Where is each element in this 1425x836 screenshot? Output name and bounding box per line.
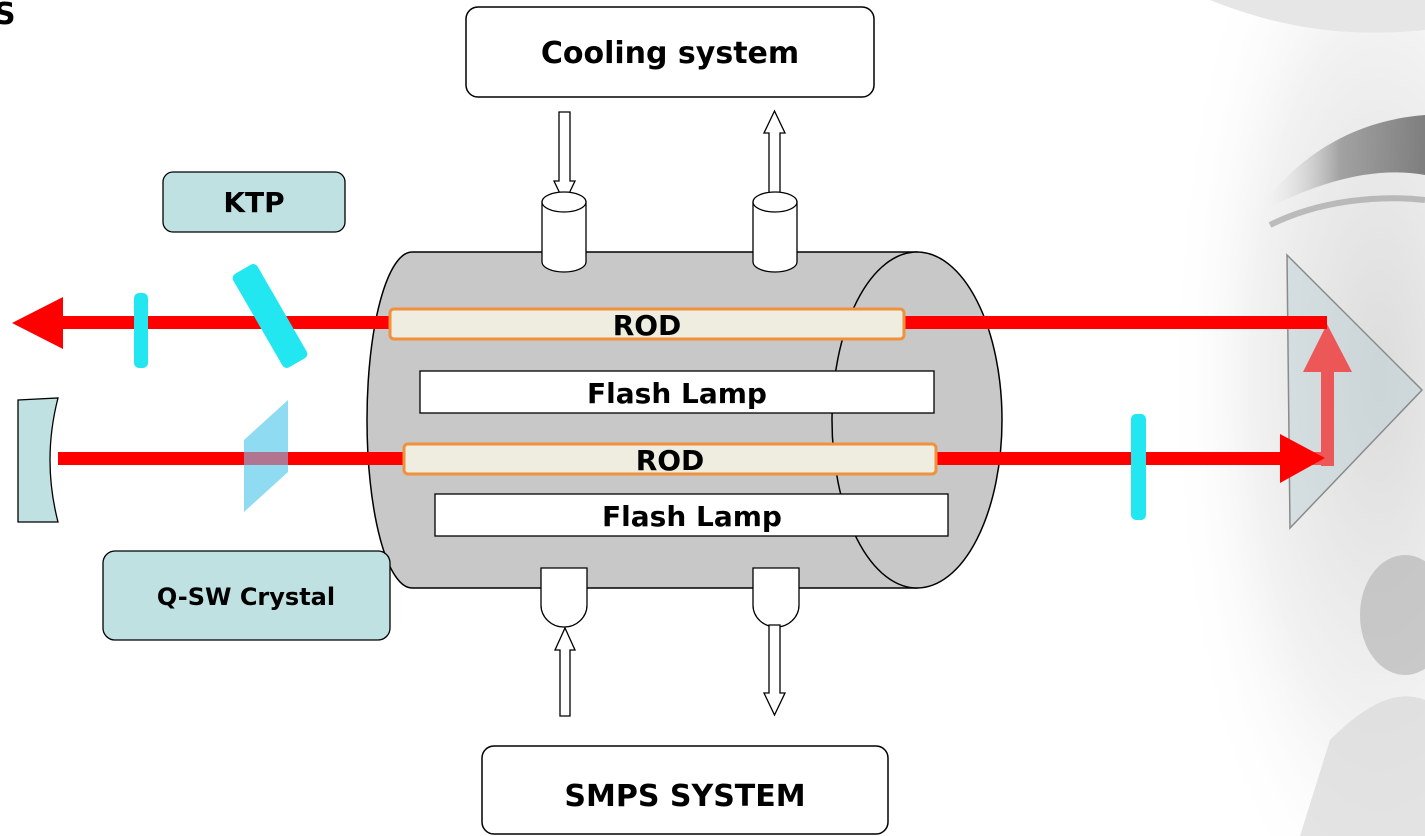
- smps-system-box: SMPS SYSTEM: [481, 745, 889, 835]
- top-port-right: [752, 191, 798, 273]
- cooling-system-label: Cooling system: [541, 36, 799, 71]
- rear-mirror: [17, 397, 59, 523]
- flash-lamp-top: Flash Lamp: [419, 370, 935, 414]
- flash-lamp-bottom: Flash Lamp: [434, 493, 949, 537]
- rod-top-label: ROD: [613, 309, 682, 342]
- qsw-label-box: Q-SW Crystal: [102, 550, 391, 641]
- qsw-label: Q-SW Crystal: [157, 583, 335, 611]
- rod-bottom: ROD: [402, 442, 938, 477]
- flash-lamp-bottom-label: Flash Lamp: [602, 500, 782, 533]
- flash-lamp-top-label: Flash Lamp: [587, 377, 767, 410]
- ktp-label-box: KTP: [162, 171, 346, 233]
- corner-text: S: [0, 0, 16, 32]
- prism-fold-arrow: [1290, 324, 1352, 466]
- smps-system-label: SMPS SYSTEM: [564, 779, 805, 814]
- rod-bottom-label: ROD: [636, 444, 705, 477]
- power-in-arrow: [553, 626, 577, 717]
- ktp-label: KTP: [223, 186, 284, 219]
- qsw-crystal: [244, 400, 288, 512]
- bottom-port-left: [540, 567, 588, 628]
- power-out-arrow: [762, 624, 787, 717]
- rod-top: ROD: [388, 307, 906, 342]
- output-coupler-optic: [134, 293, 148, 368]
- top-port-left: [541, 191, 587, 273]
- bottom-port-right: [752, 567, 800, 628]
- bottom-beam-optic: [1131, 414, 1146, 520]
- ktp-crystal: [232, 264, 308, 368]
- coolant-in-arrow: [552, 111, 577, 205]
- face-background-image: [1120, 0, 1425, 836]
- laser-chamber: [366, 251, 1003, 589]
- cooling-system-box: Cooling system: [465, 6, 875, 98]
- coolant-out-arrow: [762, 109, 787, 201]
